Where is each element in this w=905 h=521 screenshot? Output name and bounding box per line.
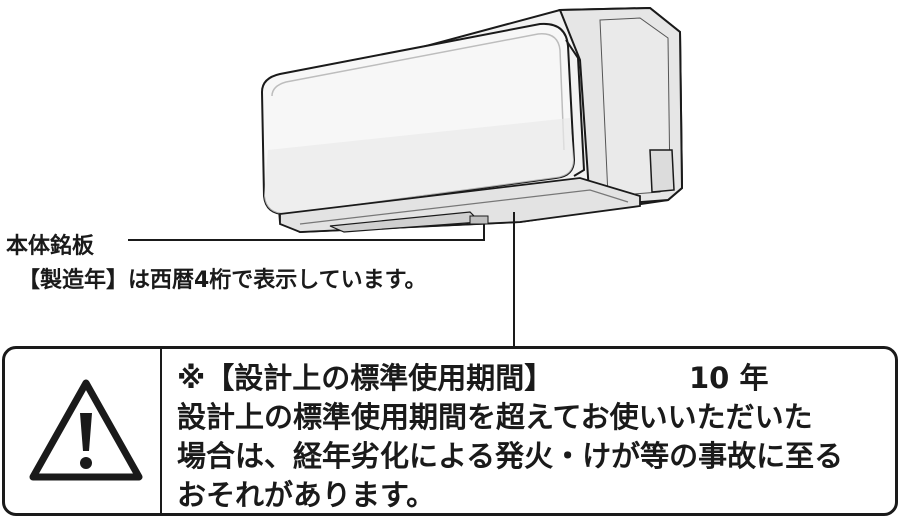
warning-triangle-icon: [29, 379, 143, 481]
warning-box: ※【設計上の標準使用期間】 10 年 設計上の標準使用期間を超えてお使いいただい…: [2, 346, 898, 516]
ac-side-bracket: [649, 149, 675, 193]
warning-divider: [160, 349, 162, 513]
warning-title: ※【設計上の標準使用期間】: [177, 361, 554, 395]
nameplate-leader-line: [128, 224, 485, 241]
manufacture-year-note: 【製造年】は西暦4桁で表示しています。: [18, 268, 427, 293]
warning-text: ※【設計上の標準使用期間】 10 年 設計上の標準使用期間を超えてお使いいただい…: [177, 359, 897, 515]
warning-line: おそれがあります。: [177, 478, 436, 512]
nameplate-plate: [469, 215, 489, 225]
warning-line: 設計上の標準使用期間を超えてお使いいただいた: [177, 400, 813, 434]
usage-period-value: 10 年: [689, 361, 769, 395]
warning-line: 場合は、経年劣化による発火・けが等の事故に至る: [177, 439, 844, 473]
nameplate-label: 本体銘板: [6, 234, 95, 259]
